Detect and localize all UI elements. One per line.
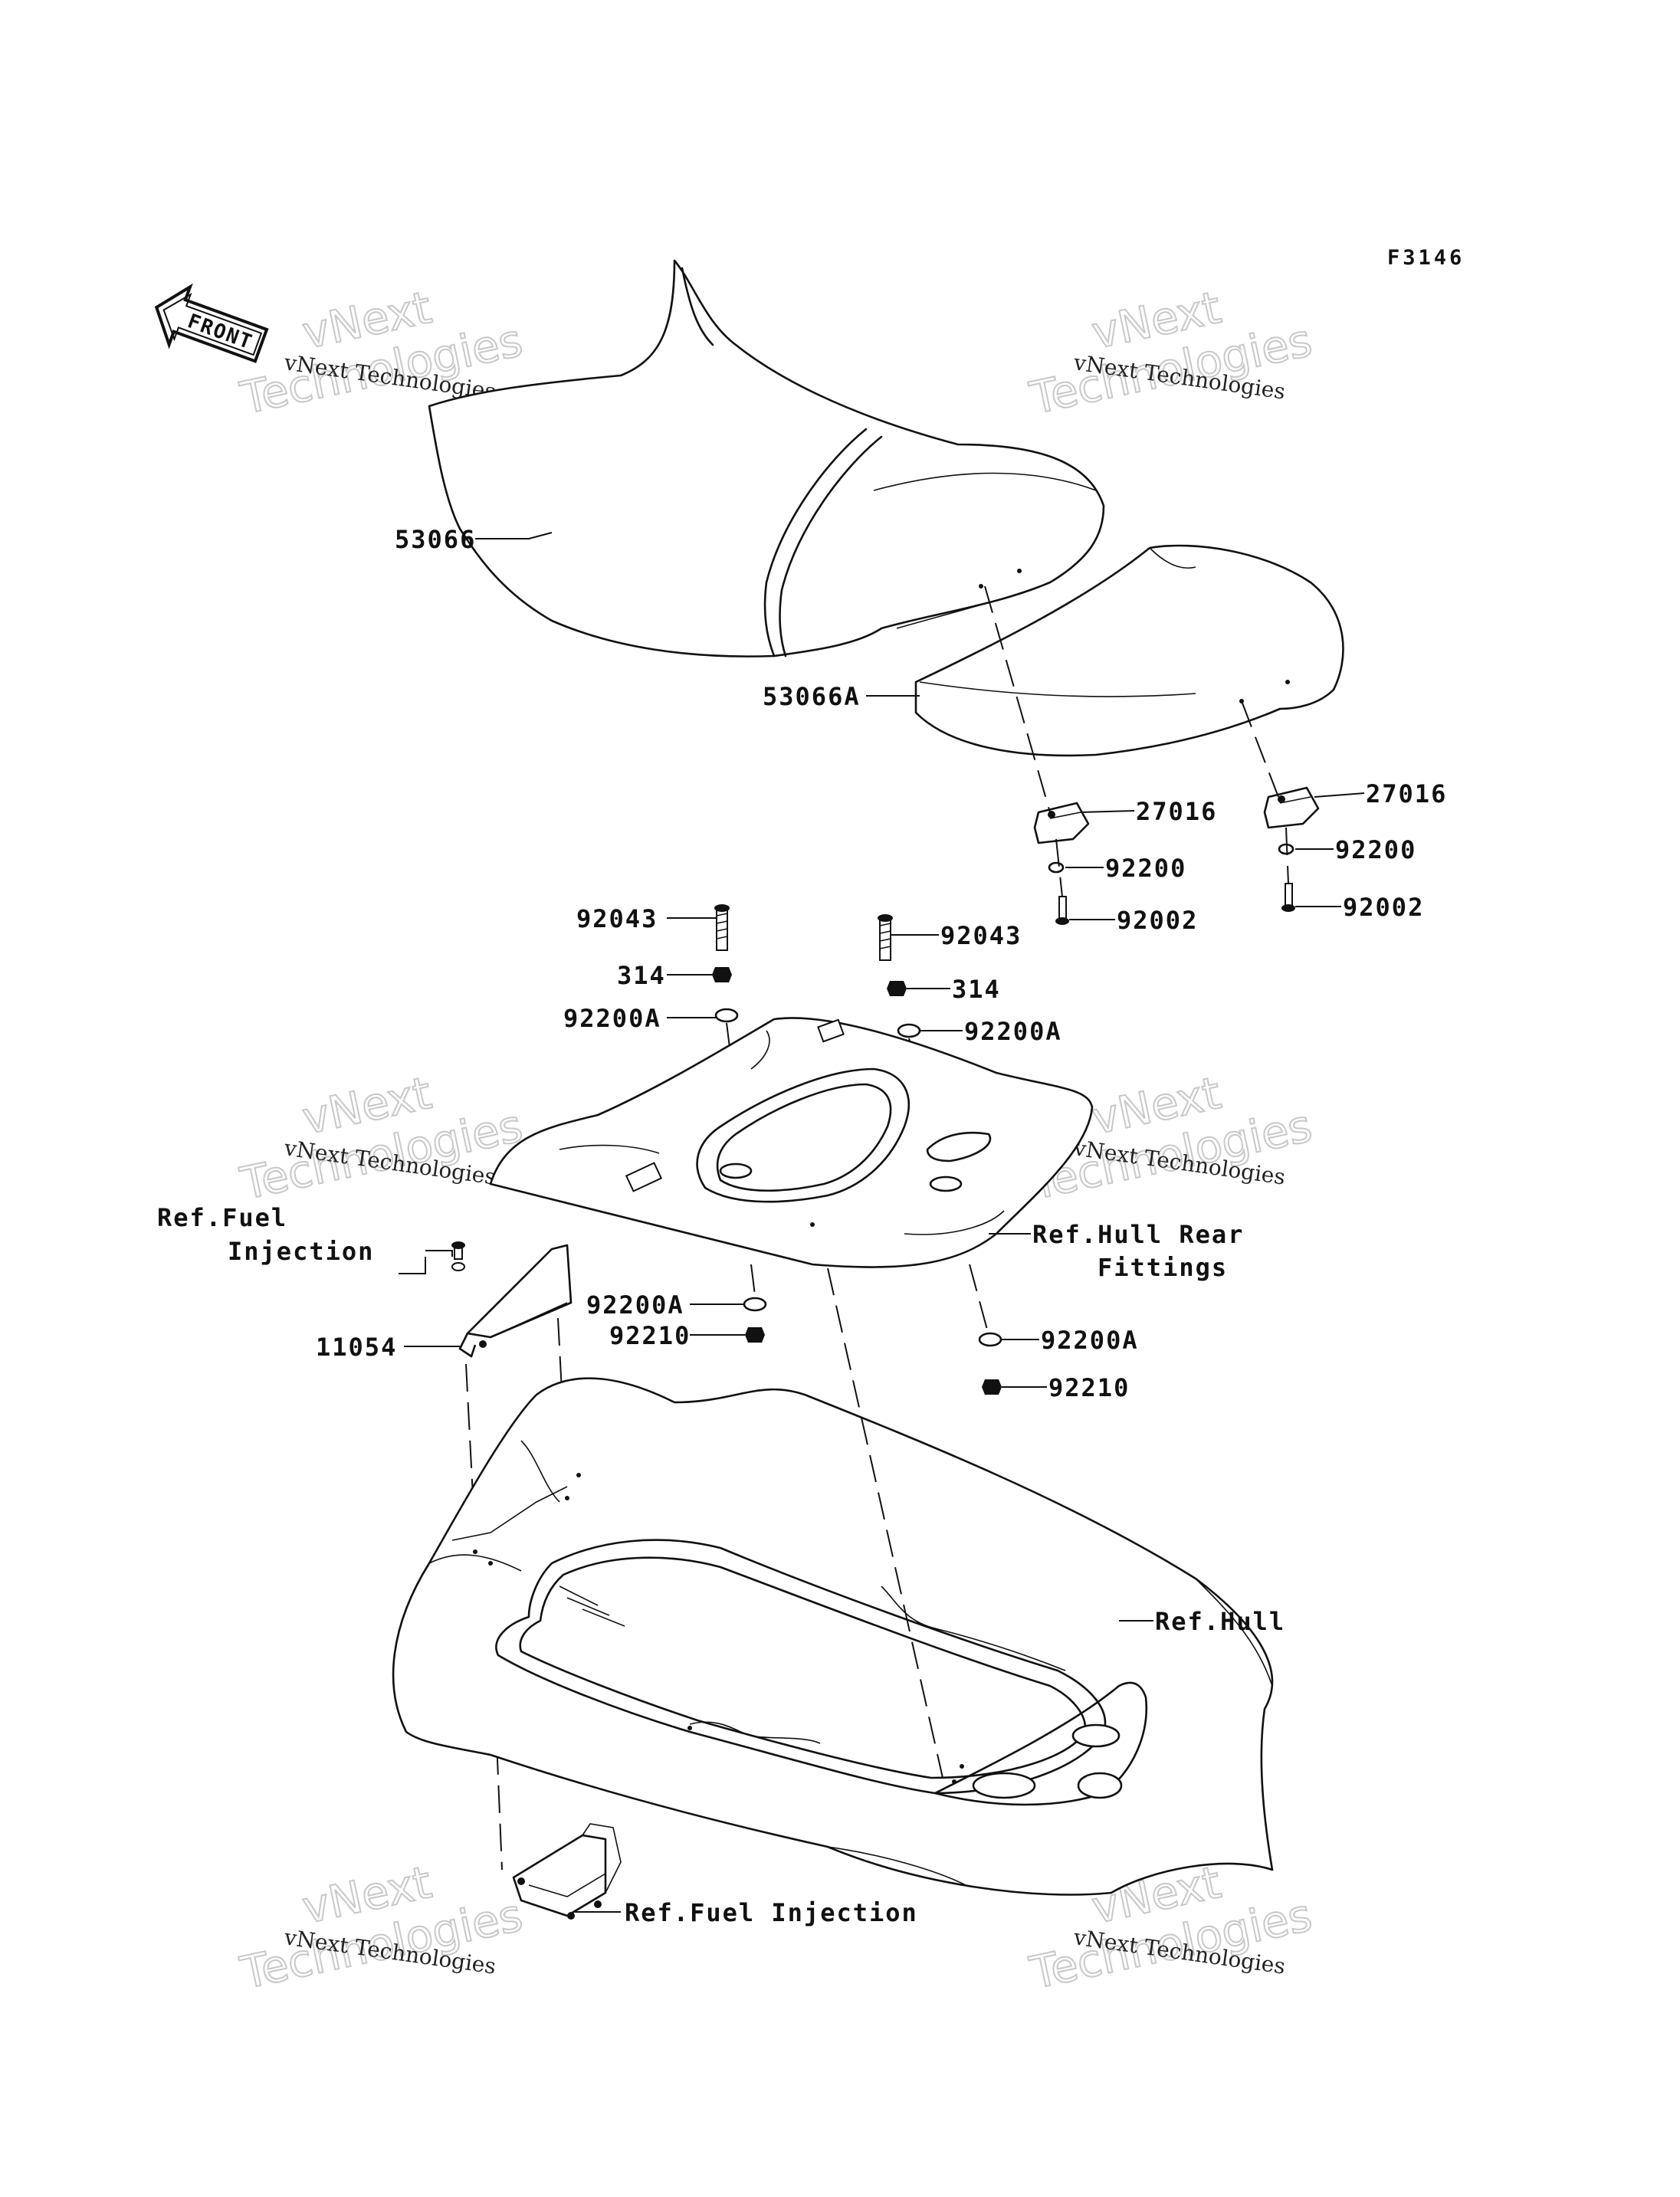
part-label-92210-right: 92210 [1048, 1373, 1130, 1402]
part-label-11054: 11054 [316, 1333, 397, 1362]
part-label-92200A-upper-left: 92200A [563, 1004, 661, 1033]
watermark-top-right: vNext Technologies vNext Technologies [1025, 280, 1317, 425]
ref-fuel-injection-top-line1: Ref.Fuel [157, 1203, 287, 1232]
alignment-line [984, 585, 1051, 813]
front-arrow-icon: FRONT [154, 283, 269, 363]
part-label-27016-right: 27016 [1366, 779, 1447, 808]
part-label-92002-right: 92002 [1343, 893, 1424, 922]
seat-53066 [428, 259, 1105, 657]
bolt-92002-left [1055, 896, 1069, 925]
part-label-53066A: 53066A [763, 682, 861, 711]
alignment-line [750, 1264, 756, 1296]
stopper-27016-right [1263, 786, 1320, 829]
nut-314-right [887, 981, 907, 996]
part-label-27016-left: 27016 [1136, 797, 1217, 826]
alignment-line [1241, 700, 1279, 798]
part-label-92200-right: 92200 [1335, 835, 1416, 864]
ref-fuel-injection-bottom: Ref.Fuel Injection [625, 1898, 918, 1927]
alignment-line [1285, 827, 1289, 884]
hull [392, 1377, 1274, 1896]
bracket-11054 [458, 1244, 573, 1358]
washer-92200A-lower-left [743, 1297, 767, 1312]
watermark-bottom-left: vNext Technologies vNext Technologies [235, 1855, 528, 2000]
nut-92210-right [982, 1379, 1002, 1395]
bolt-92002-right [1281, 883, 1295, 912]
washer-92200A-upper-right [897, 1023, 921, 1038]
part-label-92002-left: 92002 [1117, 906, 1198, 935]
stud-92043-left [714, 904, 730, 951]
alignment-line [969, 1264, 988, 1330]
watermark-mid-left: vNext Technologies vNext Technologies [235, 1066, 528, 1211]
part-label-53066: 53066 [395, 525, 476, 554]
seat-53066A [914, 544, 1344, 757]
washer-92200A-lower-right [978, 1332, 1002, 1347]
ref-hull: Ref.Hull [1155, 1607, 1285, 1636]
ref-hull-rear-fittings-line1: Ref.Hull Rear [1032, 1220, 1244, 1249]
hull-rear-fittings [489, 1017, 1094, 1268]
figure-code: F3146 [1387, 246, 1465, 270]
part-label-92200A-lower-right: 92200A [1041, 1326, 1139, 1355]
part-label-92043-right: 92043 [940, 921, 1022, 950]
alignment-line [827, 1267, 943, 1779]
part-label-92043-left: 92043 [576, 904, 658, 933]
part-label-92200-left: 92200 [1105, 854, 1186, 883]
alignment-line [1055, 838, 1063, 897]
stopper-27016-left [1033, 802, 1090, 844]
nut-314-left [712, 967, 732, 982]
part-label-92200A-upper-right: 92200A [964, 1017, 1062, 1046]
screw-fuel-injection-top [451, 1241, 465, 1271]
ref-hull-rear-fittings-line2: Fittings [1098, 1253, 1228, 1282]
washer-92200A-upper-left [714, 1008, 739, 1023]
bracket-fuel-injection-bottom [512, 1823, 622, 1920]
nut-92210-left [745, 1327, 765, 1343]
stud-92043-right [878, 914, 893, 961]
part-label-314-left: 314 [617, 961, 666, 990]
ref-fuel-injection-top-line2: Injection [228, 1237, 374, 1266]
alignment-line [465, 1363, 476, 1541]
leader-lines [399, 532, 1365, 1913]
part-label-314-right: 314 [952, 975, 1001, 1004]
washer-92200-left [1048, 861, 1065, 874]
part-label-92210-left: 92210 [609, 1321, 691, 1350]
part-label-92200A-lower-left: 92200A [586, 1290, 684, 1320]
